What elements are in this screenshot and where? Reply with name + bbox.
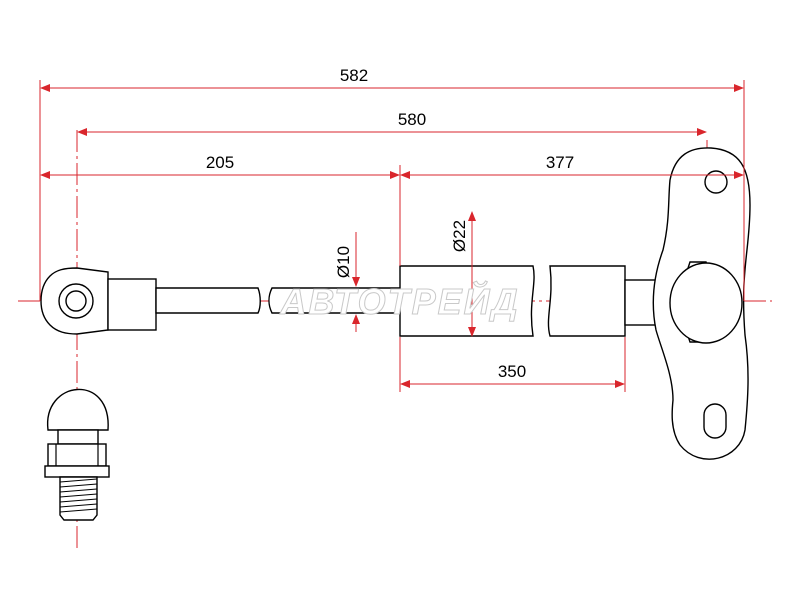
rod-section-label: 205 — [206, 153, 234, 172]
cylinder-length-label: 350 — [498, 362, 526, 381]
strut-cylinder — [399, 265, 671, 337]
extension-lines — [39, 80, 745, 392]
eye-to-eye-label: 580 — [398, 110, 426, 129]
watermark-text: АВТОТРЕЙД — [279, 280, 519, 322]
body-section-label: 377 — [546, 153, 574, 172]
mounting-bracket — [652, 147, 751, 460]
strut-rod — [268, 287, 401, 314]
ball-stud — [44, 388, 110, 521]
rod-diameter-label: Ø10 — [334, 246, 353, 278]
overall-length-label: 582 — [340, 66, 368, 85]
cylinder-diameter-label: Ø22 — [450, 220, 469, 252]
strut-rod-end — [40, 267, 261, 335]
